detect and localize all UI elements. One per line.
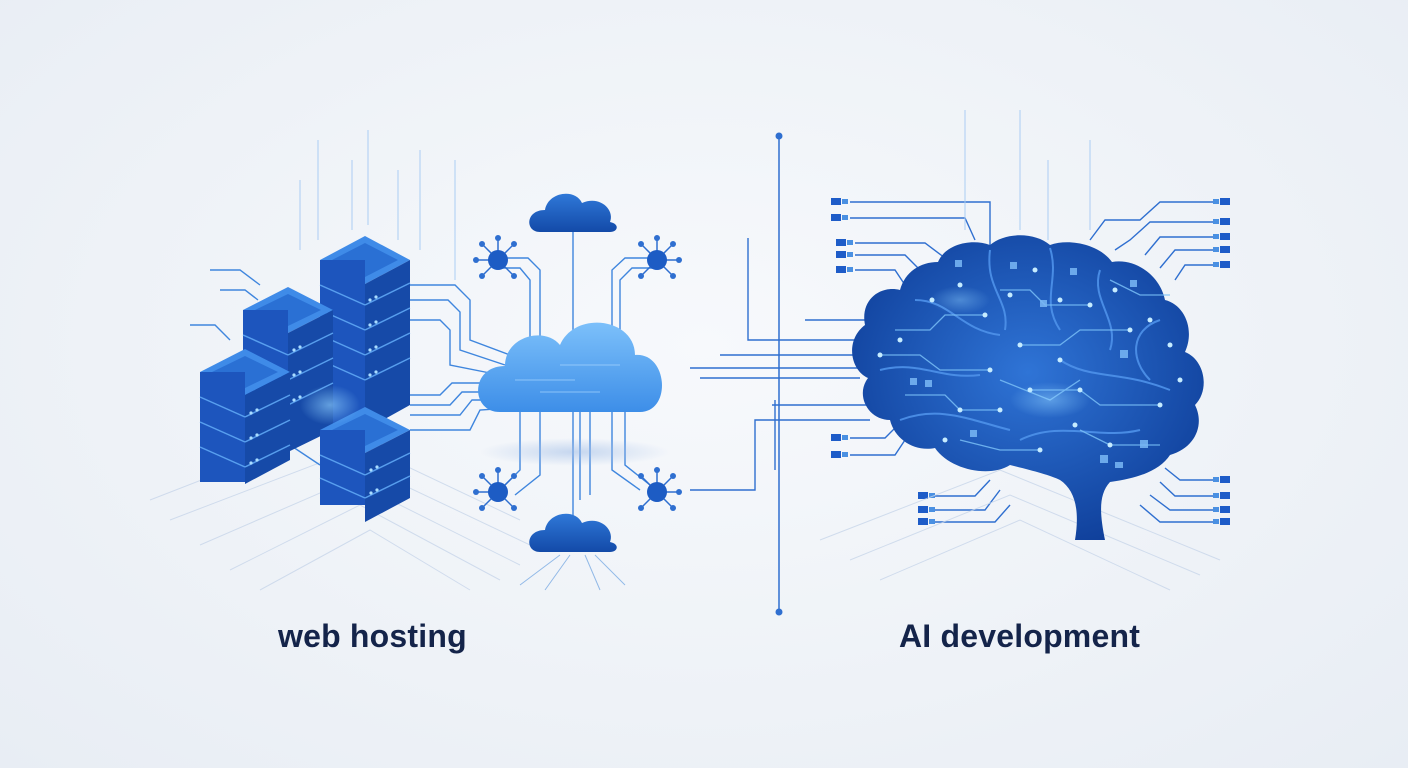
brain-circuit-lines	[690, 201, 1215, 523]
server-circuit-lines	[190, 269, 511, 466]
cloud-network	[473, 193, 682, 591]
network-node-icon	[473, 235, 682, 511]
circuit-pins	[831, 198, 1230, 525]
light-streaks-left	[299, 130, 456, 280]
server-rack-icon	[199, 236, 411, 522]
small-cloud-top-icon	[529, 193, 617, 232]
ai-development-caption: AI development	[899, 618, 1141, 654]
web-hosting-caption: web hosting	[278, 618, 467, 654]
server-tower-tall	[319, 236, 411, 430]
server-tower-front-left	[199, 349, 291, 484]
network-node-top-left	[473, 235, 517, 279]
divider-line	[775, 132, 783, 616]
network-node-top-right	[638, 235, 682, 279]
light-streaks-right	[964, 110, 1091, 240]
network-node-bottom-right	[638, 467, 682, 511]
cloud-icon	[478, 322, 662, 412]
circuit-brain-icon	[852, 235, 1204, 540]
network-node-bottom-left	[473, 467, 517, 511]
small-cloud-bottom-icon	[519, 513, 626, 591]
server-tower-front-right	[319, 407, 411, 522]
floor-grid-right	[819, 469, 1221, 591]
